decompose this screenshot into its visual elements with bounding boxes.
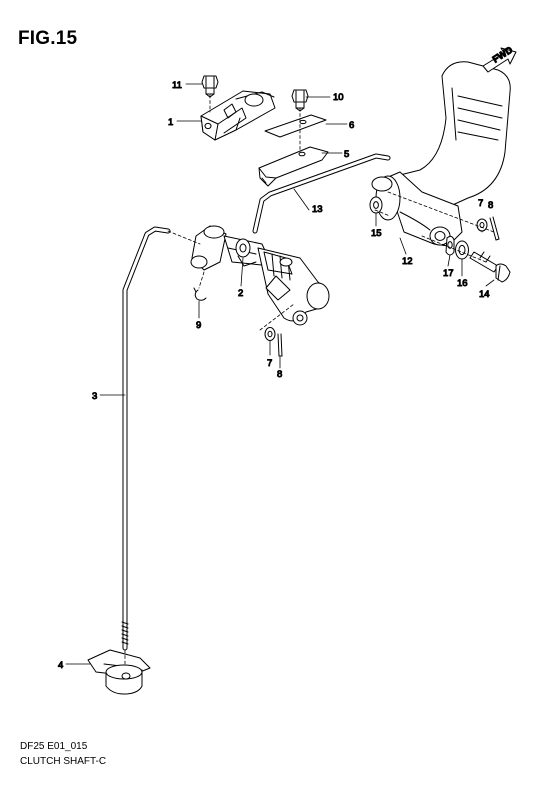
part-12-lever-handle (371, 61, 511, 247)
part-3-rod (121, 226, 171, 651)
callout-16: 16 (457, 278, 468, 289)
alignment-lines (124, 94, 495, 667)
callout-13: 13 (312, 204, 323, 215)
figure-title: FIG.15 (18, 28, 78, 49)
callout-labels: 11 1 10 6 5 13 15 7 8 12 17 16 14 2 9 7 … (58, 80, 494, 672)
leader-lines (65, 83, 495, 665)
part-1-bracket (200, 90, 276, 141)
figure-name: CLUTCH SHAFT-C (20, 756, 107, 767)
part-6-plate (264, 114, 327, 138)
callout-1: 1 (168, 117, 173, 128)
part-7-washer-lower (264, 327, 276, 341)
part-16-washer (455, 240, 469, 260)
callout-17: 17 (443, 268, 454, 279)
callout-7-upper: 7 (478, 198, 483, 209)
part-14-bolt (469, 251, 511, 283)
callout-8-upper: 8 (488, 200, 493, 211)
part-13-rod (252, 153, 391, 234)
figure-code: DF25 E01_015 (20, 741, 88, 752)
callout-6: 6 (349, 120, 354, 131)
part-11-bolt (201, 75, 219, 98)
callout-7-lower: 7 (267, 358, 272, 369)
callout-8-lower: 8 (277, 369, 282, 380)
callout-2: 2 (238, 288, 243, 299)
part-17-washer (445, 235, 455, 256)
part-9-clip (193, 287, 207, 301)
callout-5: 5 (344, 149, 349, 160)
callout-9: 9 (196, 320, 201, 331)
fwd-arrow-icon: FWD (482, 44, 517, 73)
callout-12: 12 (402, 256, 413, 267)
part-5-bracket (258, 146, 329, 187)
callout-3: 3 (92, 391, 97, 402)
callout-14: 14 (479, 289, 490, 300)
part-8-pin-upper (489, 216, 500, 241)
callout-15: 15 (371, 228, 382, 239)
callout-4: 4 (58, 660, 63, 671)
part-4-clip (87, 649, 151, 695)
part-2-clutch-assembly (190, 225, 330, 326)
callout-11: 11 (172, 80, 182, 91)
part-7-washer-upper (476, 218, 488, 232)
part-8-pin-lower (277, 333, 283, 357)
part-10-bolt (291, 89, 309, 112)
callout-10: 10 (333, 92, 344, 103)
